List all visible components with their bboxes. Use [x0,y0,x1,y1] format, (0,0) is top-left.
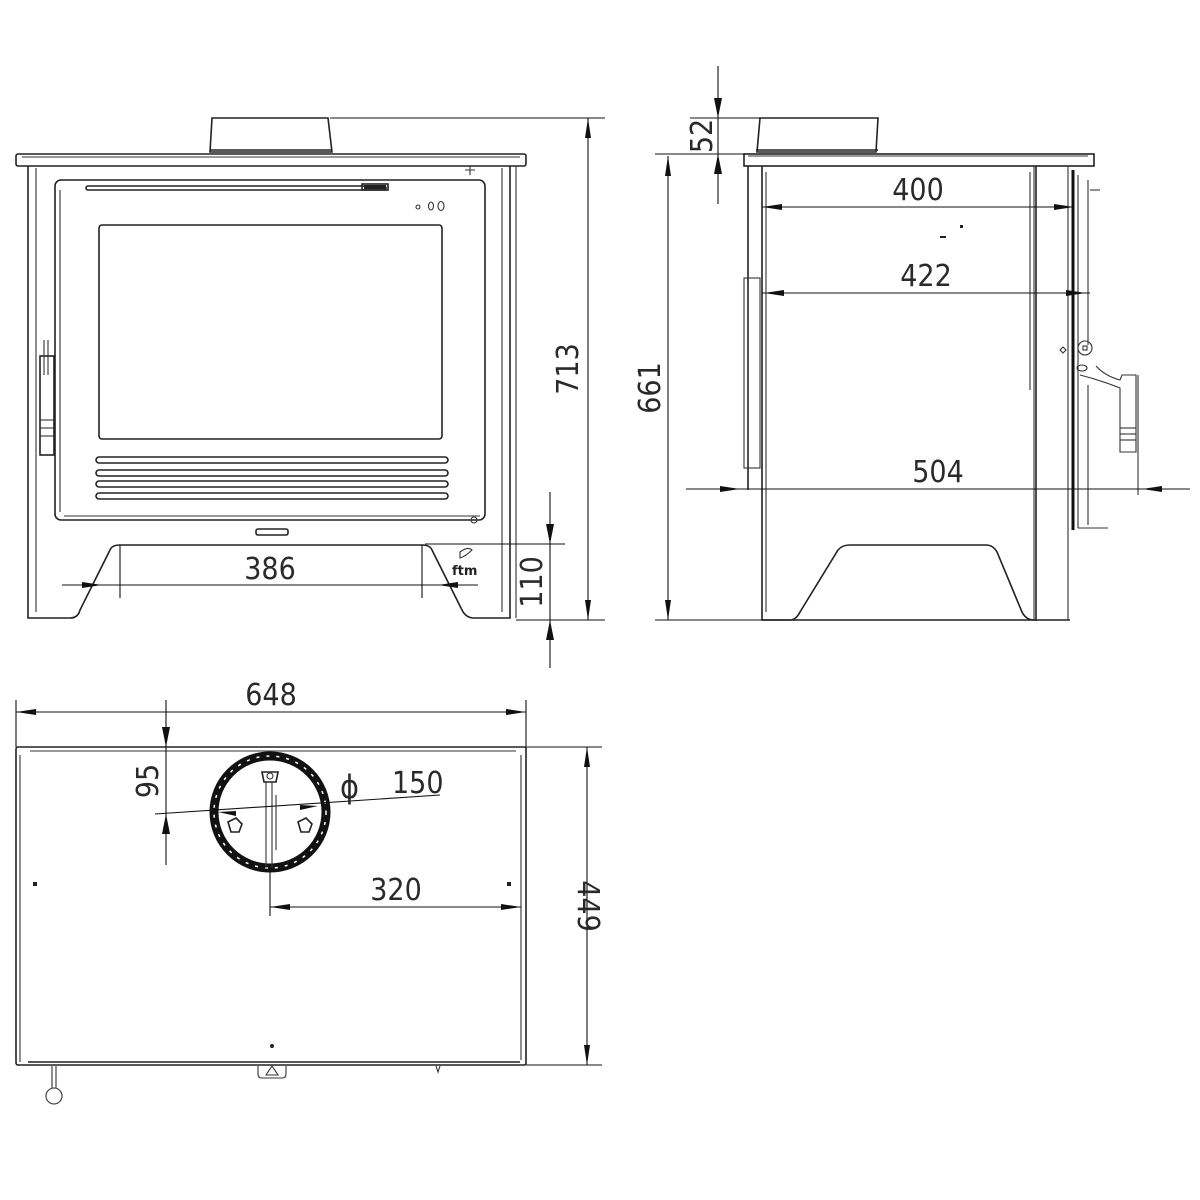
dim-overall-depth: 504 [912,455,964,490]
door [54,179,486,521]
dim-overall-height: 713 [551,343,586,395]
door-handle [39,340,55,456]
door-edge [1071,170,1108,530]
door-handle-side [1059,340,1139,495]
dim-flue-offset-front: 95 [131,764,166,798]
side-view: 52 661 400 422 504 [633,66,1190,621]
top-plate [15,153,527,167]
top-view: 648 95 ϕ 150 320 449 [15,678,605,1105]
top-air-vent [85,185,387,191]
dim-top-depth: 449 [570,880,605,932]
dim-overall-width: 648 [245,678,297,713]
stove-body [27,166,511,619]
glass-window [98,224,443,440]
dim-depth-400: 400 [892,173,944,208]
flue-collar-side [756,117,879,153]
air-control-icons [415,200,445,212]
stove-body-side [747,166,1037,621]
brand-logo-icon: ftm [452,547,477,579]
dim-body-height: 661 [633,362,668,414]
side-panel [743,277,761,469]
flue-collar [209,117,333,153]
brand-badge [255,528,289,536]
dim-depth-422: 422 [900,259,952,294]
top-outline [15,746,527,1066]
front-view: ftm 713 110 386 [15,117,605,668]
dim-flue-collar-height: 52 [685,119,720,153]
dim-flue-diameter-symbol: ϕ [340,768,359,806]
dim-leg-clearance: 110 [515,556,550,608]
lower-air-vents [95,456,449,500]
front-fittings [45,1065,441,1105]
dim-flue-diameter: 150 [392,766,444,801]
dim-leg-span: 386 [244,552,296,587]
dim-flue-offset-side: 320 [370,873,422,908]
svg-text:ftm: ftm [452,564,477,579]
